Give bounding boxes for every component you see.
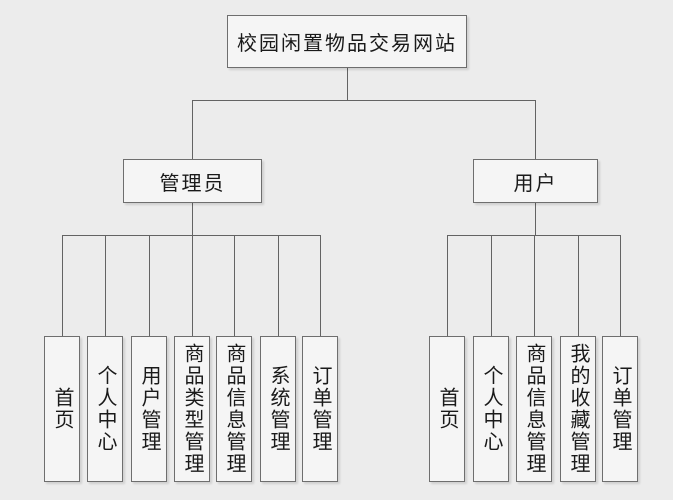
connector-line [447, 235, 448, 336]
leaf-node-label: 商品类型管理 [181, 343, 203, 475]
connector-line [578, 235, 579, 336]
connector-line [347, 68, 348, 101]
connector-line [192, 100, 193, 159]
leaf-node-admin-order-management: 订单管理 [302, 336, 338, 482]
leaf-node-label: 商品信息管理 [523, 343, 545, 475]
connector-line [234, 235, 235, 336]
leaf-node-user-personal-center: 个人中心 [473, 336, 509, 482]
leaf-node-admin-product-type-management: 商品类型管理 [174, 336, 210, 482]
leaf-node-user-favorites-management: 我的收藏管理 [560, 336, 596, 482]
leaf-node-label: 个人中心 [94, 365, 116, 453]
connector-line [278, 235, 279, 336]
leaf-node-user-product-info-management: 商品信息管理 [516, 336, 552, 482]
leaf-node-admin-personal-center: 个人中心 [87, 336, 123, 482]
leaf-node-label: 我的收藏管理 [567, 343, 589, 475]
connector-line [192, 235, 193, 336]
leaf-node-admin-product-info-management: 商品信息管理 [216, 336, 252, 482]
leaf-node-user-home: 首页 [429, 336, 465, 482]
branch-node-label: 用户 [513, 172, 558, 195]
leaf-node-label: 商品信息管理 [223, 343, 245, 475]
connector-line [320, 235, 321, 336]
leaf-node-label: 首页 [436, 387, 458, 431]
connector-line [535, 100, 536, 159]
connector-line [62, 235, 321, 236]
root-node: 校园闲置物品交易网站 [227, 15, 467, 68]
connector-line [535, 203, 536, 236]
leaf-node-label: 个人中心 [480, 365, 502, 453]
connector-line [192, 203, 193, 236]
leaf-node-label: 订单管理 [609, 365, 631, 453]
connector-line [62, 235, 63, 336]
connector-line [534, 235, 535, 336]
leaf-node-admin-system-management: 系统管理 [260, 336, 296, 482]
branch-node-label: 管理员 [159, 172, 226, 195]
connector-line [491, 235, 492, 336]
leaf-node-admin-home: 首页 [44, 336, 80, 482]
branch-node-user: 用户 [473, 159, 598, 203]
connector-line [192, 100, 536, 101]
leaf-node-user-order-management: 订单管理 [602, 336, 638, 482]
connector-line [149, 235, 150, 336]
leaf-node-label: 订单管理 [309, 365, 331, 453]
connector-line [620, 235, 621, 336]
leaf-node-label: 系统管理 [267, 365, 289, 453]
root-node-label: 校园闲置物品交易网站 [237, 33, 457, 55]
leaf-node-admin-user-management: 用户管理 [131, 336, 167, 482]
leaf-node-label: 首页 [51, 387, 73, 431]
leaf-node-label: 用户管理 [138, 365, 160, 453]
connector-line [105, 235, 106, 336]
branch-node-admin: 管理员 [123, 159, 262, 203]
